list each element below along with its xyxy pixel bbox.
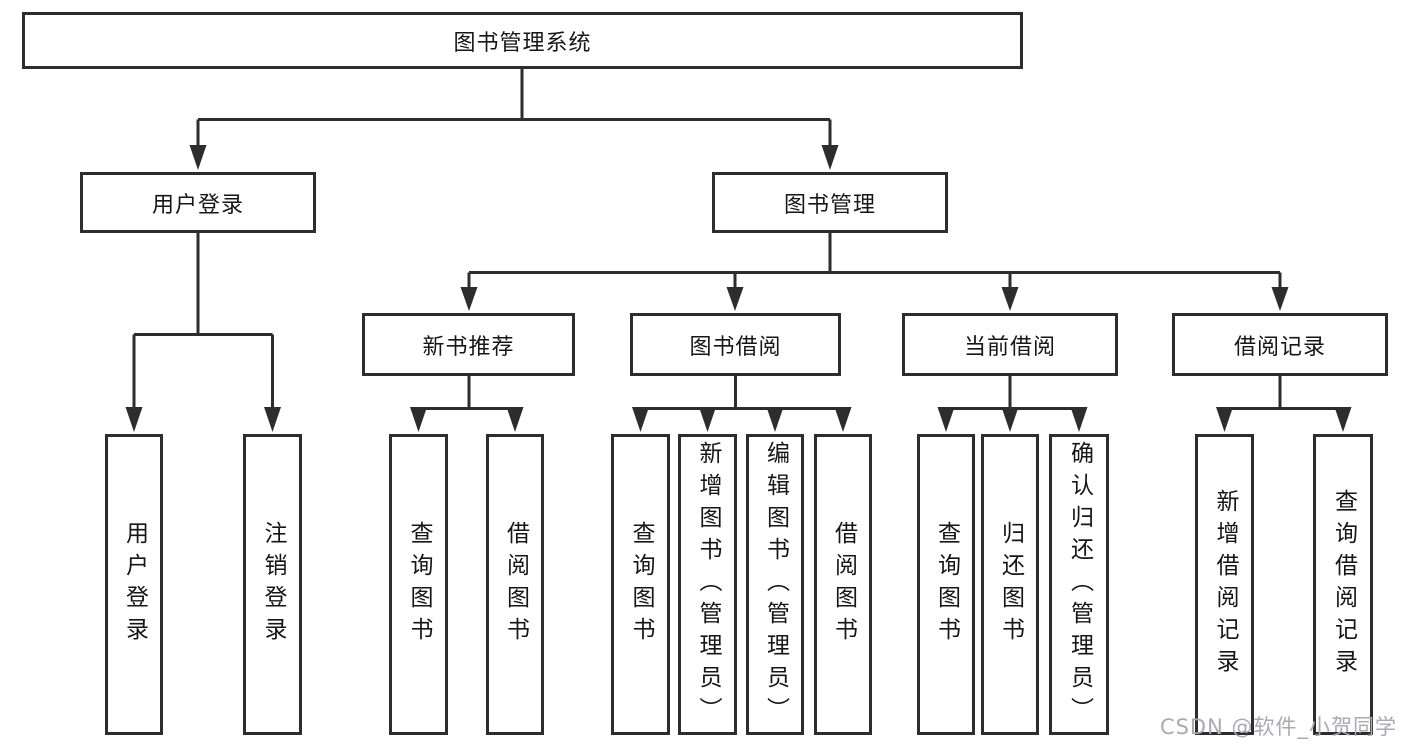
- arrowhead-bb-edit: [766, 407, 784, 432]
- leaf-bb-query-books: 查询图书: [611, 434, 670, 735]
- leaf-br-add-record: 新增借阅记录: [1195, 434, 1254, 735]
- arrowhead-book-borrow: [726, 287, 744, 311]
- arrowhead-book-management: [821, 145, 839, 170]
- arrowhead-bb-borrow: [834, 407, 852, 432]
- node-book-borrow: 图书借阅: [630, 313, 841, 376]
- arrowhead-bb-add: [699, 407, 716, 432]
- leaf-newbook-query-books: 查询图书: [389, 434, 448, 735]
- node-new-book-recommend: 新书推荐: [362, 313, 575, 376]
- arrowhead-leaf-logout: [264, 407, 281, 432]
- arrowhead-leaf-user-login: [125, 407, 143, 432]
- node-current-borrow: 当前借阅: [902, 313, 1118, 376]
- arrowhead-new-book-recommend: [460, 287, 478, 311]
- leaf-logout: 注销登录: [243, 434, 302, 735]
- node-user-login: 用户登录: [80, 172, 316, 233]
- leaf-bb-borrow-books: 借阅图书: [814, 434, 872, 735]
- arrowhead-borrow-records: [1271, 287, 1289, 311]
- node-root-library-system: 图书管理系统: [22, 12, 1023, 69]
- leaf-cb-return-books: 归还图书: [981, 434, 1039, 735]
- connector-borrow-records-to-leaves: [1224, 375, 1343, 410]
- arrowhead-bb-query: [632, 407, 649, 432]
- connector-user-login-to-leaves: [132, 232, 274, 408]
- node-book-management: 图书管理: [712, 172, 948, 233]
- leaf-cb-confirm-return-admin: 确认归还（管理员）: [1049, 434, 1109, 735]
- arrowhead-user-login: [189, 145, 207, 170]
- arrowhead-current-borrow: [1001, 287, 1019, 311]
- connector-current-borrow-to-leaves: [946, 375, 1079, 410]
- connector-root-to-level2: [196, 68, 832, 147]
- leaf-bb-add-books-admin: 新增图书（管理员）: [678, 434, 737, 735]
- connector-book-borrow-to-leaves: [640, 375, 843, 410]
- connector-book-mgmt-to-level3: [467, 232, 1282, 289]
- arrowhead-cb-confirm: [1070, 407, 1088, 432]
- arrowhead-cb-return: [1001, 407, 1019, 432]
- connector-new-book-to-leaves: [418, 375, 515, 410]
- leaf-bb-edit-books-admin: 编辑图书（管理员）: [746, 434, 804, 735]
- arrowhead-br-add: [1216, 407, 1233, 432]
- csdn-watermark: CSDN @软件_小贺同学: [1159, 715, 1397, 739]
- leaf-newbook-borrow-books: 借阅图书: [486, 434, 544, 735]
- arrowhead-newbook-borrow: [506, 407, 524, 432]
- leaf-cb-query-books: 查询图书: [917, 434, 975, 735]
- leaf-user-login: 用户登录: [105, 434, 163, 735]
- leaf-br-query-record: 查询借阅记录: [1313, 434, 1373, 735]
- arrowhead-br-query: [1334, 407, 1352, 432]
- arrowhead-newbook-query: [410, 407, 427, 432]
- node-borrow-records: 借阅记录: [1172, 313, 1388, 376]
- arrowhead-cb-query: [937, 407, 955, 432]
